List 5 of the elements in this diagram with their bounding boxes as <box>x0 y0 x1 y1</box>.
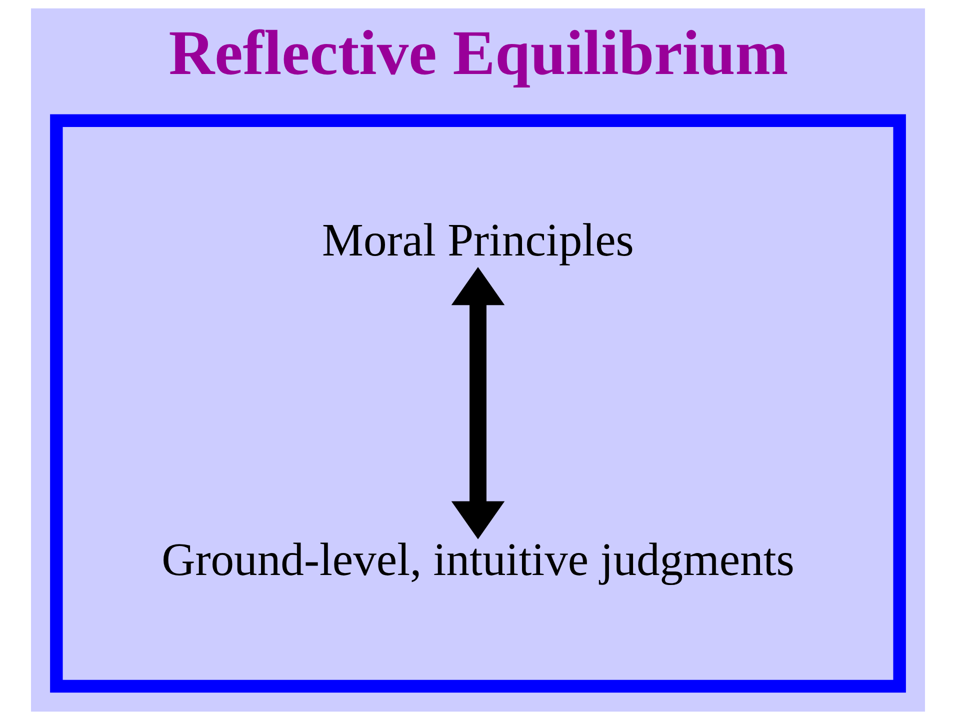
diagram-title: Reflective Equilibrium <box>168 17 788 88</box>
cluster <box>50 114 906 693</box>
node-text: Moral Principles <box>322 214 634 266</box>
arrow <box>451 267 505 540</box>
node-text: Ground-level, intuitive judgments <box>162 534 794 586</box>
